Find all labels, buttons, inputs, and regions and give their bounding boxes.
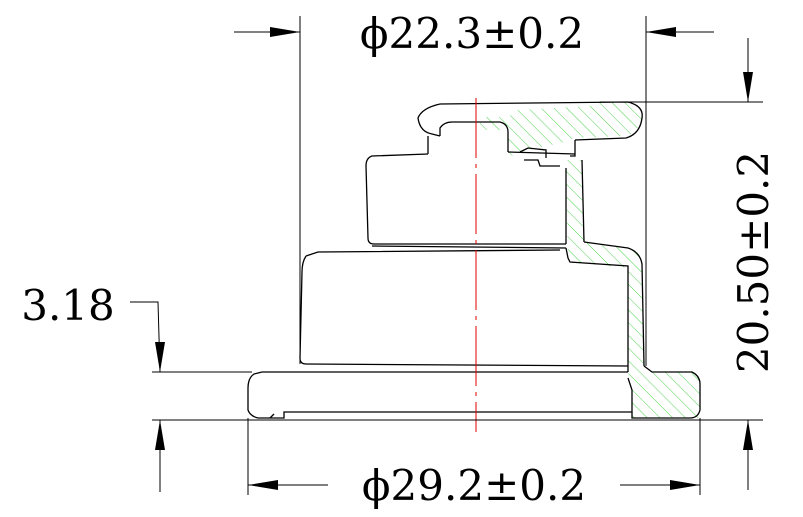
dimension-lines bbox=[130, 27, 753, 492]
dim-height: 20.50±0.2 bbox=[729, 151, 778, 373]
dim-bottom-diameter: ϕ29.2±0.2 bbox=[362, 461, 586, 510]
dim-top-diameter: ϕ22.3±0.2 bbox=[360, 9, 584, 58]
dim-flange-height: 3.18 bbox=[21, 281, 115, 330]
extension-lines bbox=[152, 16, 763, 495]
part-outline bbox=[247, 101, 701, 419]
section-hatch bbox=[480, 102, 700, 418]
